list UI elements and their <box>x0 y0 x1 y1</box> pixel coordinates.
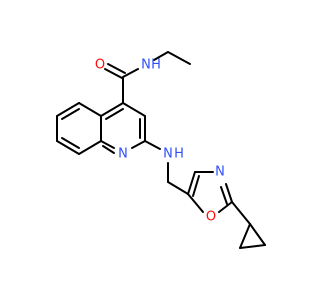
atom-h-amide: H <box>151 58 161 73</box>
bond-c2-nh <box>144 140 161 150</box>
bond-c5-c6-b <box>61 108 80 120</box>
bond-c5-c4-oxazole-a <box>187 171 196 195</box>
bond-c4a-c4-b <box>105 108 124 120</box>
bond-ethyl-ch2-ch3 <box>167 51 191 65</box>
bond-c2-o1-oxazole <box>218 201 233 213</box>
bond-cyclopropyl-c <box>249 223 266 246</box>
bond-n-ethyl-ch2 <box>153 51 169 61</box>
atom-o-oxazole: O <box>206 210 216 225</box>
atom-n-amide: N <box>141 58 151 73</box>
bond-n3-c2-oxazole-b <box>220 186 228 205</box>
atom-n-amine: N <box>163 147 173 162</box>
bond-cyclopropyl-a <box>239 223 251 249</box>
bond-cyclopropyl-b <box>239 244 266 249</box>
atom-n-oxazole: N <box>215 165 225 180</box>
bond-c8-c8a <box>78 140 102 155</box>
bond-c4-c3 <box>122 102 146 117</box>
atom-labels: O N H N N H N O <box>95 58 225 225</box>
molecule-structure: O N H N N H N O <box>56 51 266 249</box>
bond-c4a-c5 <box>78 102 102 117</box>
atom-n-quinoline: N <box>118 147 128 162</box>
atom-h-amine: H <box>174 147 184 162</box>
bond-c7-c8-a <box>56 140 80 155</box>
bond-n1-c8a-b <box>102 145 115 154</box>
bond-c4a-c4-a <box>100 102 124 117</box>
bond-c5-c6-a <box>56 102 80 117</box>
atom-o-amide: O <box>95 58 105 73</box>
bond-oxazole-cyclopropyl <box>231 201 251 225</box>
bond-c7-c8-b <box>61 137 80 149</box>
bond-carbonyl-double-a <box>104 68 123 79</box>
bond-c2-n1 <box>131 140 146 149</box>
bond-ch2-c5-oxazole <box>167 181 189 195</box>
bond-o1-c5-oxazole <box>187 193 204 213</box>
bond-carbonyl-c-n <box>122 68 139 78</box>
bond-n3-c2-oxazole-a <box>225 183 233 203</box>
bond-carbonyl-double-b <box>107 63 126 74</box>
bond-c5-c4-oxazole-b <box>192 175 200 197</box>
bond-n1-c8a-a <box>100 140 115 149</box>
bonds <box>56 51 266 249</box>
